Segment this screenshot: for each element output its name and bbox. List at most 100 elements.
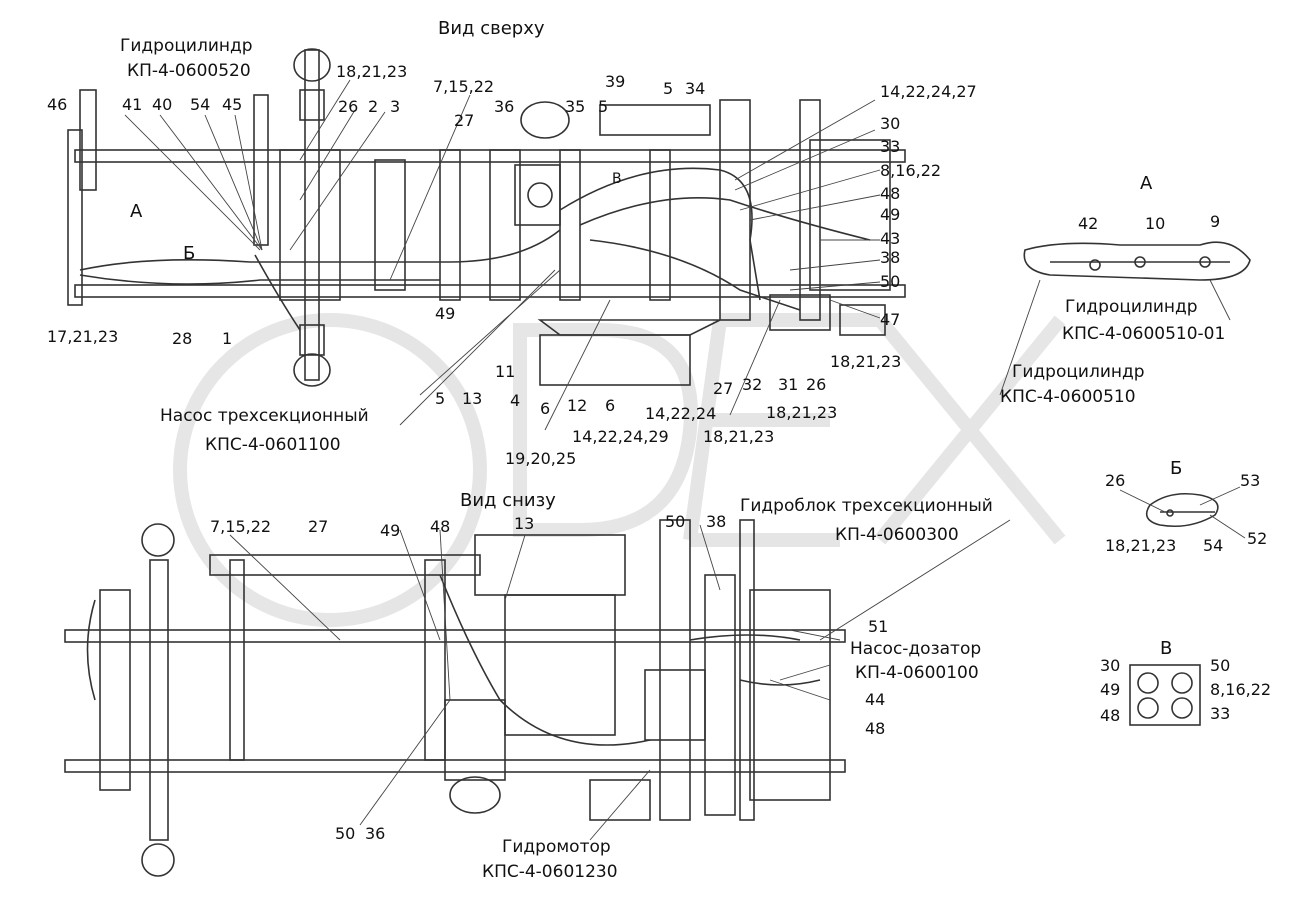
callout: 18,21,23	[336, 62, 408, 81]
cylinder-3-code: КПС-4-0600510	[1000, 387, 1136, 407]
callout: 41	[122, 95, 143, 114]
callout: 50	[665, 512, 686, 531]
callout: 49	[1100, 680, 1121, 699]
callout: 8,16,22	[880, 161, 942, 180]
detail-b-title: Б	[1170, 458, 1183, 479]
callout: 3	[390, 97, 401, 116]
callout: 14,22,24,27	[880, 82, 977, 101]
callout: 17,21,23	[47, 327, 119, 346]
arrow-b-label: Б	[183, 243, 196, 264]
callout: 49	[380, 521, 401, 540]
bottom-view-title: Вид снизу	[460, 490, 556, 511]
callout: 33	[1210, 704, 1231, 723]
callout: 47	[880, 310, 901, 329]
detail-b-drawing	[1145, 492, 1219, 528]
callout: 50	[335, 824, 356, 843]
callout: 48	[880, 184, 901, 203]
callout: 48	[865, 719, 886, 738]
detail-v-drawing	[1129, 664, 1201, 726]
callout: 10	[1145, 214, 1166, 233]
callout: 40	[152, 95, 173, 114]
top-view-frame	[67, 48, 906, 387]
pump-code: КПС-4-0601100	[205, 435, 341, 455]
callout: 35	[565, 97, 586, 116]
doser-name: Насос-дозатор	[850, 639, 982, 659]
callout: 43	[880, 229, 901, 248]
callout: 6	[605, 396, 616, 415]
detail-v-title: В	[1160, 638, 1173, 659]
motor-code: КПС-4-0601230	[482, 862, 618, 882]
leader-lines	[124, 79, 1246, 841]
callout: 26	[1105, 471, 1126, 490]
callout: 13	[462, 389, 483, 408]
callout: 54	[1203, 536, 1224, 555]
cylinder-2-code: КПС-4-0600510-01	[1062, 324, 1226, 344]
callout: 49	[435, 304, 456, 323]
callout: 27	[454, 111, 475, 130]
callout: 19,20,25	[505, 449, 577, 468]
arrow-a-label: А	[130, 201, 143, 222]
cylinder-3-name: Гидроцилиндр	[1012, 362, 1145, 382]
callout: 14,22,24,29	[572, 427, 669, 446]
hydroblock-name: Гидроблок трехсекционный	[740, 496, 993, 516]
callout: 53	[1240, 471, 1261, 490]
callout: 34	[685, 79, 706, 98]
callout: 7,15,22	[210, 517, 272, 536]
callout: 31	[778, 375, 799, 394]
callout: 48	[1100, 706, 1121, 725]
callout: 50	[1210, 656, 1231, 675]
callout: 18,21,23	[1105, 536, 1177, 555]
callout: 27	[713, 379, 734, 398]
cylinder-1-name: Гидроцилиндр	[120, 36, 253, 56]
callout: 13	[514, 514, 535, 533]
callout: 6	[540, 399, 551, 418]
callout: 26	[806, 375, 827, 394]
callout: 51	[868, 617, 889, 636]
callout: 14,22,24	[645, 404, 717, 423]
top-view-title: Вид сверху	[438, 18, 545, 39]
callout: 4	[510, 391, 521, 410]
callout: 44	[865, 690, 886, 709]
callout: 7,15,22	[433, 77, 495, 96]
callout: 9	[1210, 212, 1221, 231]
callout: 11	[495, 362, 516, 381]
arrow-v-label: В	[612, 171, 622, 187]
callout: 54	[190, 95, 211, 114]
callout: 42	[1078, 214, 1099, 233]
callout: 36	[494, 97, 515, 116]
callout: 5	[663, 79, 674, 98]
callout: 12	[567, 396, 588, 415]
pump-name: Насос трехсекционный	[160, 406, 369, 426]
callout: 39	[605, 72, 626, 91]
doser-code: КП-4-0600100	[855, 663, 979, 683]
callout: 33	[880, 137, 901, 156]
cylinder-1-code: КП-4-0600520	[127, 61, 251, 81]
hydroblock-code: КП-4-0600300	[835, 525, 959, 545]
motor-name: Гидромотор	[502, 837, 611, 857]
callout: 18,21,23	[830, 352, 902, 371]
callout: 5	[435, 389, 446, 408]
callout: 38	[880, 248, 901, 267]
callout: 26	[338, 97, 359, 116]
callout: 8,16,22	[1210, 680, 1272, 699]
callout: 52	[1247, 529, 1268, 548]
callout: 30	[1100, 656, 1121, 675]
callout: 2	[368, 97, 379, 116]
callout: 18,21,23	[703, 427, 775, 446]
cylinder-2-name: Гидроцилиндр	[1065, 297, 1198, 317]
callout: 27	[308, 517, 329, 536]
callout: 45	[222, 95, 243, 114]
callout: 46	[47, 95, 68, 114]
callout: 48	[430, 517, 451, 536]
detail-a-drawing	[1023, 241, 1251, 281]
callout: 49	[880, 205, 901, 224]
callout: 50	[880, 272, 901, 291]
callout: 32	[742, 375, 763, 394]
callout: 28	[172, 329, 193, 348]
callout: 1	[222, 329, 233, 348]
bottom-view-frame	[64, 519, 846, 877]
callout: 30	[880, 114, 901, 133]
callout: 36	[365, 824, 386, 843]
